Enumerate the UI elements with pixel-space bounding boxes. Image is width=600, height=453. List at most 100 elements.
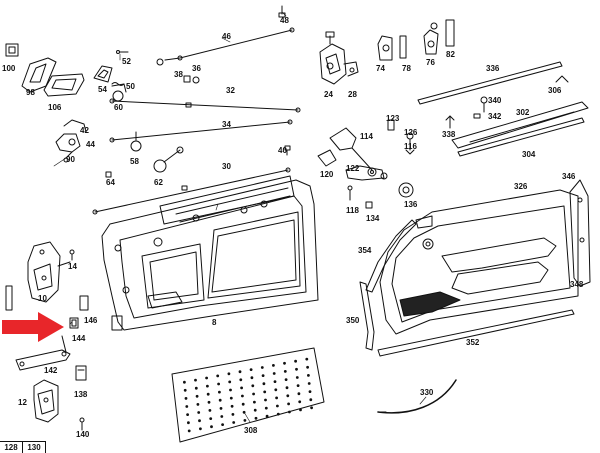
perforation-hole xyxy=(218,390,221,394)
label-50: 50 xyxy=(126,82,135,91)
label-100: 100 xyxy=(2,64,16,73)
label-142: 142 xyxy=(44,366,58,375)
perforation-hole xyxy=(197,411,201,414)
perforation-hole xyxy=(306,365,309,369)
part-304-strip xyxy=(457,117,585,157)
perforation-hole xyxy=(272,364,275,367)
perforation-hole xyxy=(184,397,188,400)
label-346: 346 xyxy=(562,172,576,181)
perforation-hole xyxy=(260,366,264,369)
part-306-clip xyxy=(555,75,569,83)
part-40-clip xyxy=(284,145,291,156)
label-42: 42 xyxy=(80,126,89,135)
part-98-inner-handle xyxy=(21,57,57,93)
rod-30 xyxy=(92,167,291,215)
perforation-hole xyxy=(254,416,258,420)
part-10-pin xyxy=(5,285,13,311)
perforation-hole xyxy=(186,413,190,416)
part-138-bracket xyxy=(75,365,87,381)
perforation-hole xyxy=(227,372,231,376)
label-106: 106 xyxy=(48,103,62,112)
part-60-rosette xyxy=(111,83,127,102)
part-350-strip xyxy=(359,281,375,351)
part-136-ring xyxy=(398,182,414,198)
label-118: 118 xyxy=(346,206,359,215)
perforation-hole xyxy=(310,406,313,410)
part-42-44-lever xyxy=(55,119,87,163)
part-146-144-bushing xyxy=(69,317,79,329)
page-ref-right[interactable]: 130 xyxy=(23,441,46,453)
perforation-hole xyxy=(187,429,191,433)
perforation-hole xyxy=(307,374,310,377)
label-82: 82 xyxy=(446,50,455,59)
perforation-hole xyxy=(230,404,234,408)
perforation-hole xyxy=(285,386,289,390)
perforation-hole xyxy=(275,396,278,400)
perforation-hole xyxy=(253,408,257,412)
perforation-hole xyxy=(309,398,313,402)
label-98: 98 xyxy=(26,88,35,97)
perforation-hole xyxy=(286,394,290,398)
label-144: 144 xyxy=(72,334,86,343)
label-34: 34 xyxy=(222,120,231,129)
label-120: 120 xyxy=(320,170,334,179)
perforation-hole xyxy=(295,376,299,379)
perforation-hole xyxy=(274,388,278,392)
perforation-hole xyxy=(207,400,211,404)
perforation-hole xyxy=(206,392,210,396)
label-354: 354 xyxy=(358,246,372,255)
label-90: 90 xyxy=(66,155,75,164)
label-38: 38 xyxy=(174,70,183,79)
part-330-seal xyxy=(377,379,457,414)
part-50-spring xyxy=(111,82,125,86)
perforation-hole xyxy=(229,388,232,392)
perforation-hole xyxy=(253,400,256,404)
part-12-hinge xyxy=(33,379,59,423)
part-142-check-link xyxy=(15,335,71,371)
label-40: 40 xyxy=(278,146,287,155)
perforation-hole xyxy=(206,384,209,388)
perforation-hole xyxy=(219,407,223,410)
perforation-hole xyxy=(295,367,298,371)
part-336-strip xyxy=(417,61,563,105)
part-346-348-pillar xyxy=(569,179,591,287)
page-ref-left[interactable]: 128 xyxy=(0,441,23,453)
perforation-hole xyxy=(218,398,222,402)
perforation-hole xyxy=(263,390,267,394)
perforation-hole xyxy=(298,400,302,404)
part-62-window-crank xyxy=(153,146,184,173)
label-60: 60 xyxy=(114,103,123,112)
perforation-hole xyxy=(272,372,276,375)
rod-32 xyxy=(109,98,301,113)
perforation-hole xyxy=(284,378,288,381)
perforation-hole xyxy=(185,405,189,408)
rod-34 xyxy=(109,119,293,143)
part-302-weatherstrip xyxy=(451,101,589,149)
perforation-hole xyxy=(238,370,242,374)
label-308: 308 xyxy=(244,426,258,435)
label-48: 48 xyxy=(280,16,289,25)
label-138: 138 xyxy=(74,390,88,399)
label-54: 54 xyxy=(98,85,107,94)
part-106-escutcheon xyxy=(43,73,85,97)
perforation-hole xyxy=(239,378,243,382)
part-308-holes xyxy=(183,357,313,433)
label-126: 126 xyxy=(404,128,418,137)
label-304: 304 xyxy=(522,150,536,159)
label-146: 146 xyxy=(84,316,98,325)
label-136: 136 xyxy=(404,200,418,209)
perforation-hole xyxy=(276,404,279,408)
perforation-hole xyxy=(243,419,247,422)
label-306: 306 xyxy=(548,86,562,95)
label-338: 338 xyxy=(442,130,456,139)
part-120-122-handle xyxy=(317,149,388,181)
part-52-screw xyxy=(116,50,129,54)
perforation-hole xyxy=(294,359,297,363)
part-326-trim-panel xyxy=(379,189,579,335)
perforation-hole xyxy=(199,427,202,431)
perforation-hole xyxy=(283,370,287,373)
perforation-hole xyxy=(307,382,311,385)
part-54-handle xyxy=(93,65,113,83)
label-28: 28 xyxy=(348,90,357,99)
